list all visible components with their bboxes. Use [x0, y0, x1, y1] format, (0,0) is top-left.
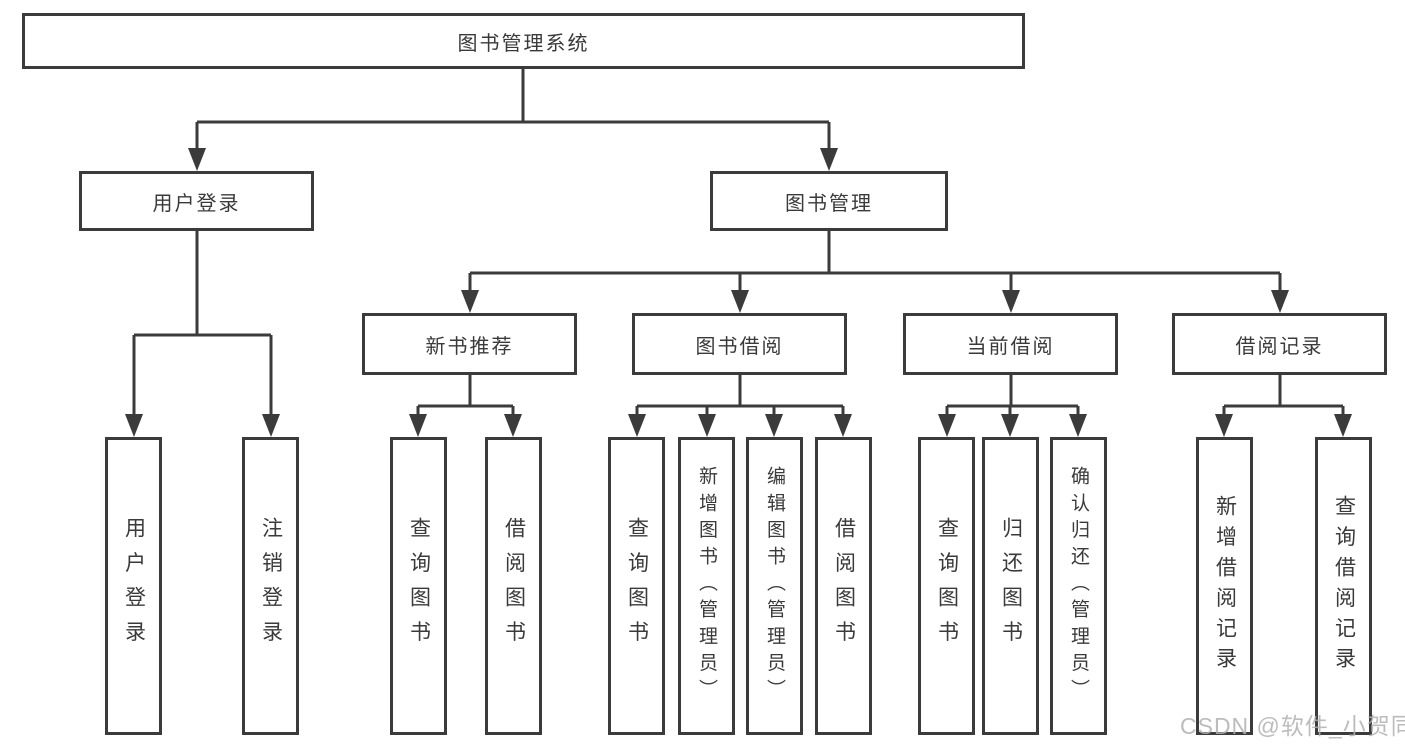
leaf-records-add-record: 新增借阅记录	[1196, 437, 1253, 735]
arrow-down-icon	[188, 148, 206, 171]
arrow-down-icon	[765, 414, 783, 437]
arrow-down-icon	[262, 414, 280, 437]
leaf-current-query-books: 查询图书	[918, 437, 975, 735]
leaf-current-confirm-return-admin: 确认归还（管理员）	[1050, 437, 1107, 735]
leaf-newbook-query-books: 查询图书	[390, 437, 447, 735]
leaf-current-return-books: 归还图书	[982, 437, 1039, 735]
arrow-down-icon	[1334, 414, 1352, 437]
arrow-down-icon	[938, 414, 956, 437]
node-book-borrowing: 图书借阅	[632, 313, 847, 375]
node-user-login: 用户登录	[79, 171, 314, 231]
arrow-down-icon	[1271, 290, 1289, 313]
arrow-down-icon	[731, 290, 749, 313]
arrow-down-icon	[834, 414, 852, 437]
node-current-borrowing: 当前借阅	[903, 313, 1118, 375]
arrow-down-icon	[1069, 414, 1087, 437]
leaf-records-query-record: 查询借阅记录	[1315, 437, 1372, 735]
node-borrow-records: 借阅记录	[1172, 313, 1387, 375]
leaf-logout: 注销登录	[242, 437, 299, 735]
arrow-down-icon	[504, 414, 522, 437]
arrow-down-icon	[698, 414, 716, 437]
leaf-user-login: 用户登录	[105, 437, 162, 735]
node-root-system: 图书管理系统	[22, 13, 1025, 69]
node-new-book-recommend: 新书推荐	[362, 313, 577, 375]
arrow-down-icon	[1002, 290, 1020, 313]
arrow-down-icon	[1001, 414, 1019, 437]
arrow-down-icon	[125, 414, 143, 437]
arrow-down-icon	[1215, 414, 1233, 437]
leaf-borrowing-add-books-admin: 新增图书（管理员）	[678, 437, 735, 735]
arrow-down-icon	[461, 290, 479, 313]
node-book-management: 图书管理	[710, 171, 948, 231]
arrow-down-icon	[820, 148, 838, 171]
csdn-watermark: CSDN @软件_小贺同学	[1180, 713, 1405, 739]
leaf-borrowing-query-books: 查询图书	[608, 437, 665, 735]
arrow-down-icon	[409, 414, 427, 437]
leaf-newbook-borrow-books: 借阅图书	[485, 437, 542, 735]
leaf-borrowing-edit-books-admin: 编辑图书（管理员）	[746, 437, 803, 735]
leaf-borrowing-borrow-books: 借阅图书	[815, 437, 872, 735]
arrow-down-icon	[628, 414, 646, 437]
